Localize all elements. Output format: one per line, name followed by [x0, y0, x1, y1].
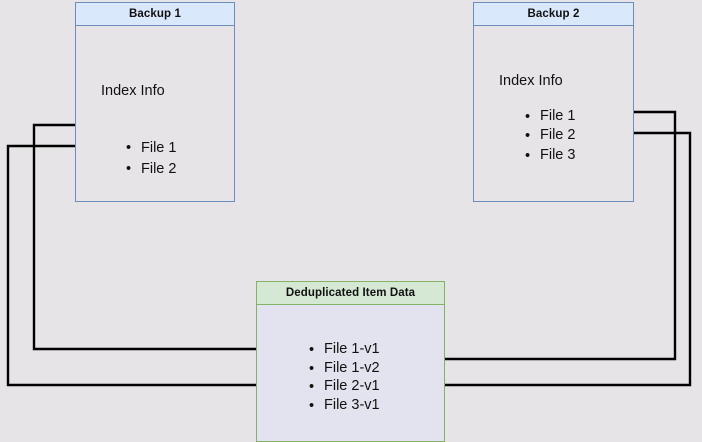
deduplicated-item-data-box[interactable]: Deduplicated Item Data File 1-v1 File 1-… [256, 281, 445, 442]
list-item: File 2-v1 [309, 377, 380, 397]
backup-1-body: Index Info File 1 File 2 [76, 26, 234, 201]
deduplicated-item-list: File 1-v1 File 1-v2 File 2-v1 File 3-v1 [309, 340, 380, 416]
list-item: File 1 [525, 107, 575, 128]
list-item: File 2 [525, 126, 575, 147]
backup-1-file-list: File 1 File 2 [126, 138, 176, 179]
backup-2-file-list: File 1 File 2 File 3 [525, 107, 575, 167]
list-item: File 3-v1 [309, 396, 380, 416]
list-item: File 3 [525, 146, 575, 167]
list-item: File 1 [126, 138, 176, 159]
backup-2-title: Backup 2 [474, 3, 633, 26]
list-item: File 1-v1 [309, 340, 380, 360]
backup-2-index-info-label: Index Info [499, 73, 563, 89]
backup-2-body: Index Info File 1 File 2 File 3 [474, 26, 633, 201]
deduplicated-item-data-title: Deduplicated Item Data [257, 282, 444, 305]
list-item: File 2 [126, 159, 176, 180]
backup-2-box[interactable]: Backup 2 Index Info File 1 File 2 File 3 [473, 2, 634, 202]
backup-1-box[interactable]: Backup 1 Index Info File 1 File 2 [75, 2, 235, 202]
backup-1-index-info-label: Index Info [101, 83, 165, 99]
deduplicated-item-data-body: File 1-v1 File 1-v2 File 2-v1 File 3-v1 [257, 305, 444, 441]
list-item: File 1-v2 [309, 359, 380, 379]
backup-1-title: Backup 1 [76, 3, 234, 26]
